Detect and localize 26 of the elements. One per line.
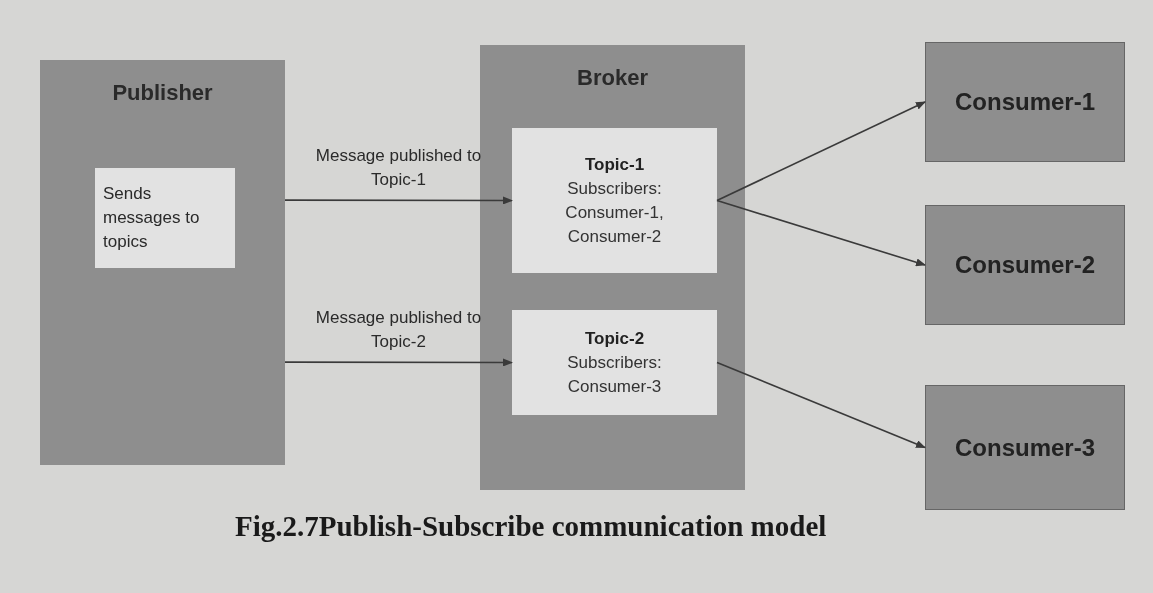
topic-box bbox=[512, 310, 717, 415]
consumer-box bbox=[925, 205, 1125, 325]
box-heading: Broker bbox=[577, 64, 648, 92]
topic-heading: Topic-2 bbox=[584, 327, 645, 350]
subscriber-list: Subscribers: Consumer-1, Consumer-2 bbox=[549, 177, 680, 250]
arrow bbox=[716, 101, 926, 202]
caption: Fig.2.7Publish-Subscribe communication model bbox=[235, 509, 827, 544]
container-box bbox=[40, 60, 285, 465]
subscriber-list: Subscribers: Consumer-3 bbox=[549, 351, 680, 400]
box-text: Sends messages to topics bbox=[103, 183, 201, 253]
arrow bbox=[716, 361, 926, 449]
box-heading: Consumer-1 bbox=[955, 87, 1095, 117]
consumer-box bbox=[925, 385, 1125, 510]
edge-label: Message published to Topic-1 bbox=[314, 145, 483, 192]
arrow bbox=[716, 199, 926, 267]
topic-box bbox=[512, 128, 717, 273]
box-heading: Consumer-3 bbox=[955, 432, 1095, 463]
box-heading: Publisher bbox=[112, 79, 213, 107]
process-box bbox=[95, 168, 235, 268]
box-heading: Consumer-2 bbox=[955, 250, 1095, 280]
consumer-box bbox=[925, 42, 1125, 162]
edge-label: Message published to Topic-2 bbox=[314, 307, 483, 354]
container-box bbox=[480, 45, 745, 490]
arrow bbox=[284, 358, 513, 367]
arrow bbox=[284, 196, 513, 205]
topic-heading: Topic-1 bbox=[584, 153, 645, 176]
